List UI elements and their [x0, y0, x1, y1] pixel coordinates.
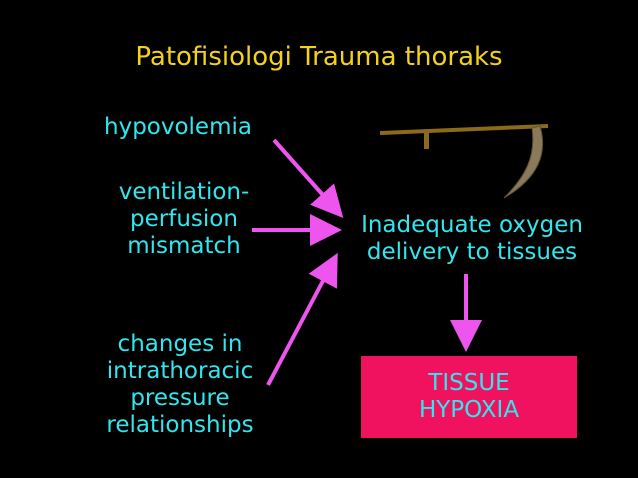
hypoxia-line-1: TISSUE	[361, 370, 577, 397]
tissue-hypoxia-label: TISSUE HYPOXIA	[361, 370, 577, 424]
hypoxia-line-2: HYPOXIA	[361, 397, 577, 424]
tissue-hypoxia-box: TISSUE HYPOXIA	[361, 356, 577, 438]
scythe-icon	[380, 124, 548, 198]
arrow-hypovolemia	[274, 140, 338, 212]
arrow-pressure	[268, 260, 334, 385]
